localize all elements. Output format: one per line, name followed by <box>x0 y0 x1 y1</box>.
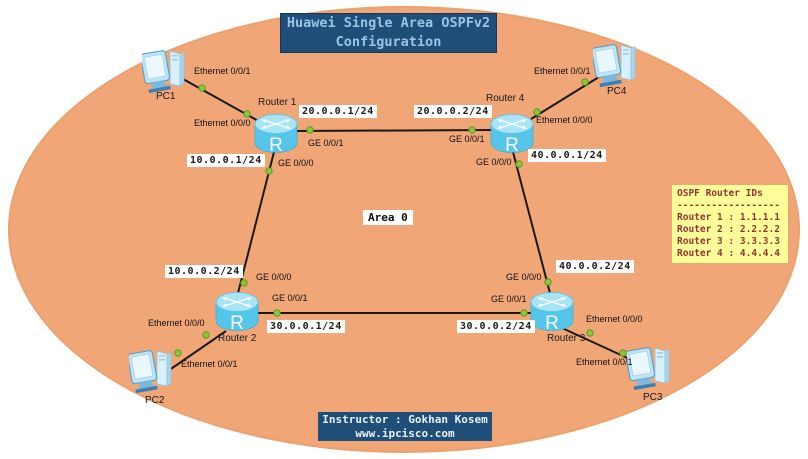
router-3-icon[interactable]: R <box>528 288 576 341</box>
if-label-r3-ge000: GE 0/0/0 <box>506 272 542 282</box>
if-label-r2-eth000: Ethernet 0/0/0 <box>148 318 205 328</box>
link-r4-r3 <box>512 151 552 298</box>
if-label-r4-eth000: Ethernet 0/0/0 <box>536 115 593 125</box>
instructor-line: Instructor : Gokhan Kosem <box>322 413 488 426</box>
note-divider: ------------------ <box>677 200 780 211</box>
link-r2-pc2 <box>164 330 227 374</box>
router-glyph: R <box>505 135 519 156</box>
note-entry: Router 3 : 3.3.3.3 <box>677 236 780 247</box>
link-r1-r2 <box>236 151 275 298</box>
note-entry: Router 2 : 2.2.2.2 <box>677 224 780 235</box>
if-label-r1-ge000: GE 0/0/0 <box>278 158 314 168</box>
pc1-label: PC1 <box>156 91 176 102</box>
note-entry: Router 1 : 1.1.1.1 <box>677 212 780 223</box>
router-4-label: Router 4 <box>486 93 525 104</box>
title-line2: Configuration <box>335 34 442 50</box>
website-line: www.ipcisco.com <box>355 426 455 440</box>
if-label-r1-ge001: GE 0/0/1 <box>308 138 344 148</box>
router-3-label: Router 3 <box>547 333 586 344</box>
router-2-icon[interactable]: R <box>213 288 261 341</box>
router-glyph: R <box>230 313 244 334</box>
ip-label-30-0-0-2: 30.0.0.2/24 <box>457 320 535 333</box>
title-box: Huawei Single Area OSPFv2 Configuration <box>280 13 497 53</box>
if-label-r1-eth000: Ethernet 0/0/0 <box>194 118 251 128</box>
link-r1-r4 <box>295 129 493 132</box>
if-label-r2-ge001: GE 0/0/1 <box>272 293 308 303</box>
note-entry: Router 4 : 4.4.4.4 <box>677 248 780 259</box>
if-label-r3-eth000: Ethernet 0/0/0 <box>586 314 643 324</box>
router-glyph: R <box>545 313 559 334</box>
if-label-r4-ge000: GE 0/0/0 <box>476 157 512 167</box>
ospf-router-ids-note: OSPF Router IDs ------------------ Route… <box>672 185 788 263</box>
link-r4-pc4 <box>530 71 608 120</box>
router-2-label: Router 2 <box>218 333 257 344</box>
ip-label-10-0-0-1: 10.0.0.1/24 <box>187 154 265 167</box>
area-0-label: Area 0 <box>363 210 413 225</box>
ip-label-30-0-0-1: 30.0.0.1/24 <box>267 320 345 333</box>
ip-label-20-0-0-1: 20.0.0.1/24 <box>299 105 377 118</box>
if-label-r3-ge001: GE 0/0/1 <box>491 294 527 304</box>
if-label-r2-ge000: GE 0/0/0 <box>256 272 292 282</box>
footer-box: Instructor : Gokhan Kosem www.ipcisco.co… <box>318 412 492 441</box>
pc3-label: PC3 <box>643 392 663 403</box>
router-1-icon[interactable]: R <box>252 110 300 163</box>
if-label-pc4-eth001: Ethernet 0/0/1 <box>534 66 591 76</box>
router-1-label: Router 1 <box>258 97 297 108</box>
pc1-icon[interactable] <box>140 47 188 100</box>
ip-label-40-0-0-1: 40.0.0.1/24 <box>528 149 606 162</box>
ip-label-10-0-0-2: 10.0.0.2/24 <box>165 265 243 278</box>
if-label-r4-ge001: GE 0/0/1 <box>449 134 485 144</box>
port-status-dots <box>174 78 627 357</box>
router-glyph: R <box>269 135 283 156</box>
if-label-pc1-eth001: Ethernet 0/0/1 <box>194 66 251 76</box>
title-line1: Huawei Single Area OSPFv2 <box>286 15 491 31</box>
pc2-icon[interactable] <box>127 347 175 400</box>
ip-label-40-0-0-2: 40.0.0.2/24 <box>556 260 634 273</box>
pc2-label: PC2 <box>145 395 165 406</box>
link-pc1-r1 <box>182 78 263 124</box>
pc4-label: PC4 <box>607 86 627 97</box>
note-title: OSPF Router IDs <box>677 188 763 199</box>
if-label-pc2-eth001: Ethernet 0/0/1 <box>181 359 238 369</box>
ip-label-20-0-0-2: 20.0.0.2/24 <box>414 105 492 118</box>
pc4-icon[interactable] <box>591 41 639 94</box>
if-label-pc3-eth001: Ethernet 0/0/1 <box>576 357 633 367</box>
router-4-icon[interactable]: R <box>488 110 536 163</box>
pc3-icon[interactable] <box>625 344 673 397</box>
